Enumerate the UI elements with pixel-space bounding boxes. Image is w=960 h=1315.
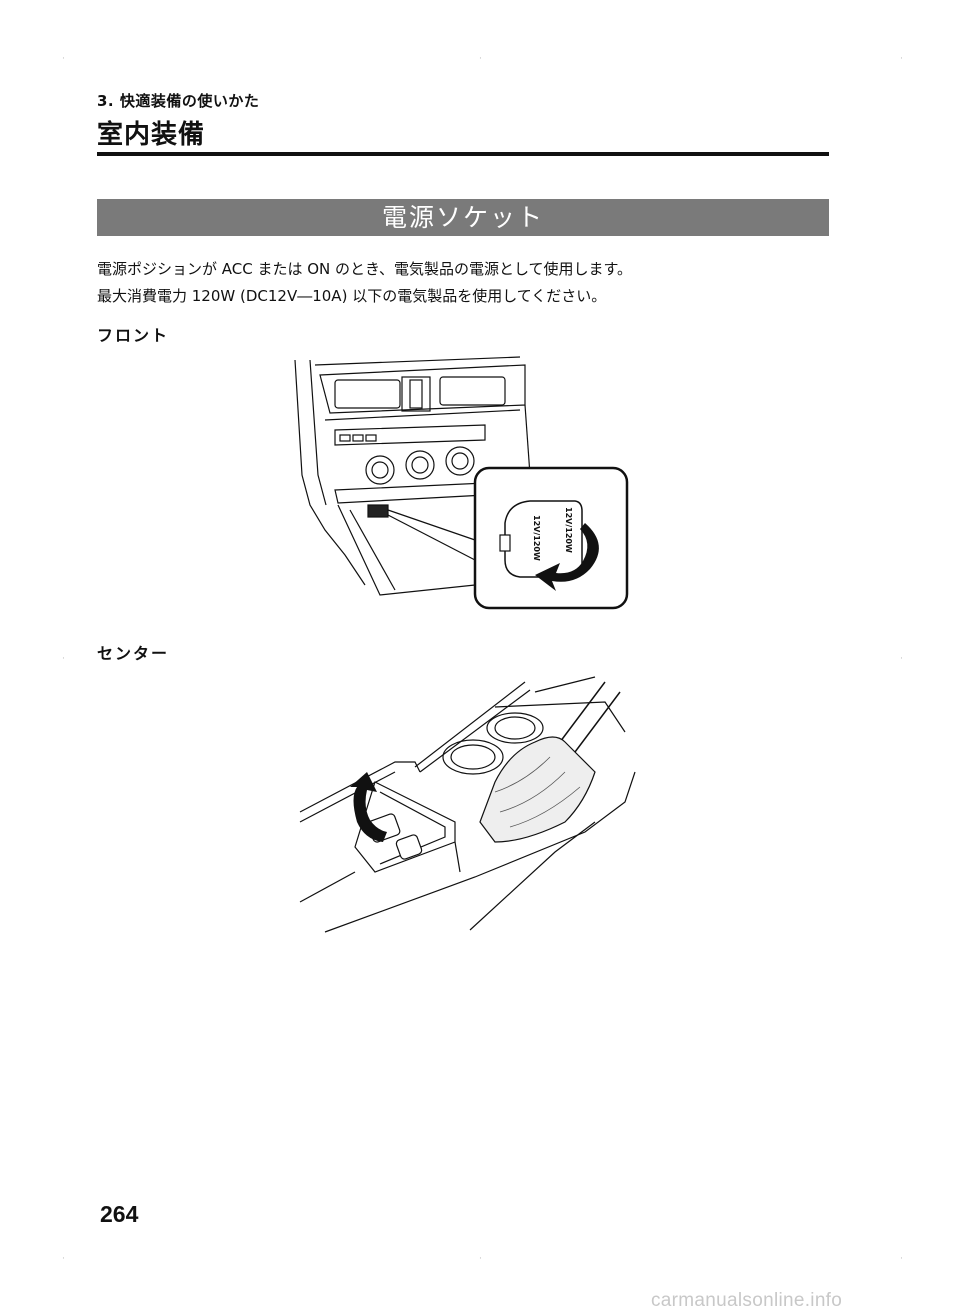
rotation-arrow-icon xyxy=(535,523,599,591)
open-arrow-icon xyxy=(350,772,387,842)
chapter-heading: 3. 快適装備の使いかた xyxy=(97,92,260,110)
subsection-front: フロント xyxy=(97,326,170,345)
crop-mark: · xyxy=(900,654,903,664)
crop-mark: · xyxy=(900,1254,903,1264)
crop-mark: · xyxy=(62,654,65,664)
socket-cap-label-2: 12V/120W xyxy=(564,507,573,553)
crop-mark: · xyxy=(479,54,482,64)
section-title: 室内装備 xyxy=(97,120,206,150)
body-text-line-1: 電源ポジションが ACC または ON のとき、電気製品の電源として使用します。 xyxy=(97,260,633,278)
socket-cap-label-1: 12V/120W xyxy=(532,515,541,561)
body-text-line-2: 最大消費電力 120W (DC12V―10A) 以下の電気製品を使用してください… xyxy=(97,287,607,305)
watermark: carmanualsonline.info xyxy=(651,1290,843,1311)
center-socket-illustration xyxy=(299,676,636,933)
crop-mark: · xyxy=(62,1254,65,1264)
title-rule xyxy=(97,152,829,156)
topic-banner: 電源ソケット xyxy=(97,199,829,236)
subsection-center: センター xyxy=(97,644,170,663)
crop-mark: · xyxy=(479,1254,482,1264)
crop-mark: · xyxy=(900,54,903,64)
crop-mark: · xyxy=(62,54,65,64)
page-number: 264 xyxy=(100,1201,139,1227)
front-socket-illustration: 12V/120W 12V/120W xyxy=(294,356,629,610)
